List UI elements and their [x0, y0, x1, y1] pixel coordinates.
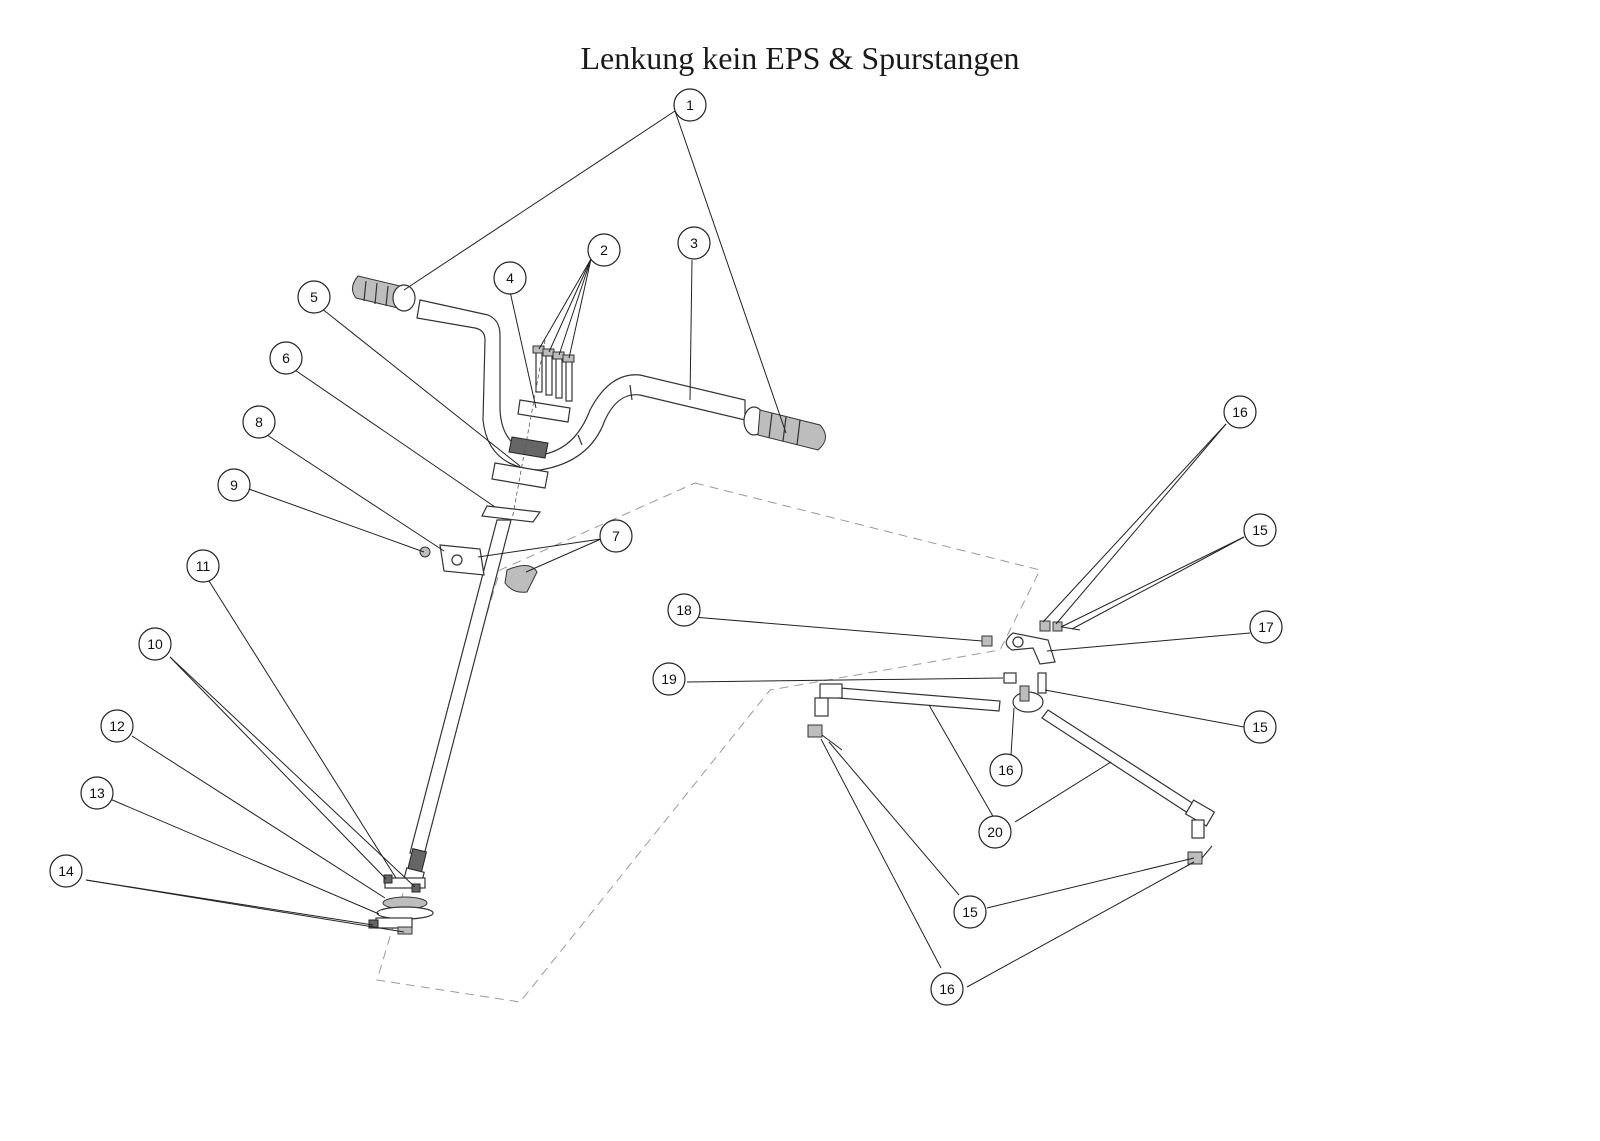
callout-3: 3: [677, 226, 711, 260]
svg-text:17: 17: [1258, 619, 1274, 635]
callout-6: 6: [269, 341, 303, 375]
column-bushing: [504, 565, 538, 593]
callout-10: 10: [138, 627, 172, 661]
svg-text:16: 16: [939, 981, 955, 997]
steering-column: [403, 519, 512, 885]
upper-clamp: [517, 399, 571, 423]
svg-text:1: 1: [686, 97, 694, 113]
leader-lines: [85, 110, 1251, 988]
callout-9: 9: [217, 468, 251, 502]
callout-7: 7: [599, 519, 633, 553]
left-grip: [352, 275, 416, 312]
callout-16-top: 16: [1223, 395, 1257, 429]
lower-bearing-assembly: [368, 874, 434, 935]
svg-text:16: 16: [998, 762, 1014, 778]
pitman-arm: [981, 620, 1081, 665]
clamp-bolts: [532, 345, 575, 402]
svg-text:15: 15: [1252, 522, 1268, 538]
callout-15-top: 15: [1243, 513, 1277, 547]
tie-rod-center-joint: [1003, 672, 1047, 713]
callout-4: 4: [493, 261, 527, 295]
callout-19: 19: [652, 662, 686, 696]
callout-2: 2: [587, 233, 621, 267]
knurled-section: [508, 436, 549, 459]
callout-8: 8: [242, 405, 276, 439]
svg-text:19: 19: [661, 671, 677, 687]
callout-15-bottom: 15: [953, 895, 987, 929]
svg-text:6: 6: [282, 350, 290, 366]
handlebar: [416, 299, 746, 471]
svg-text:20: 20: [987, 824, 1003, 840]
svg-text:9: 9: [230, 477, 238, 493]
svg-text:12: 12: [109, 718, 125, 734]
column-bracket: [419, 544, 485, 576]
right-grip: [743, 406, 826, 451]
svg-text:15: 15: [1252, 719, 1268, 735]
svg-text:18: 18: [676, 602, 692, 618]
svg-text:14: 14: [58, 863, 74, 879]
column-axis: [511, 339, 546, 521]
callout-20: 20: [978, 815, 1012, 849]
svg-text:2: 2: [600, 242, 608, 258]
callout-16-center: 16: [989, 753, 1023, 787]
svg-text:4: 4: [506, 270, 514, 286]
callout-15-right: 15: [1243, 710, 1277, 744]
callout-14: 14: [49, 854, 83, 888]
svg-text:5: 5: [310, 289, 318, 305]
callout-17: 17: [1249, 610, 1283, 644]
callout-1: 1: [673, 88, 707, 122]
left-tie-rod: [807, 683, 1001, 751]
svg-text:16: 16: [1232, 404, 1248, 420]
callout-11: 11: [186, 549, 220, 583]
svg-text:11: 11: [196, 558, 211, 574]
steering-top-plate: [481, 505, 542, 523]
svg-text:10: 10: [147, 636, 163, 652]
lower-clamp: [491, 462, 549, 489]
callout-18: 18: [667, 593, 701, 627]
svg-text:8: 8: [255, 414, 263, 430]
right-tie-rod: [1041, 709, 1216, 865]
callout-16-bottom: 16: [930, 972, 964, 1006]
svg-text:15: 15: [962, 904, 978, 920]
svg-text:13: 13: [89, 785, 105, 801]
parts-drawing: [352, 275, 1216, 1003]
diagram-title: Lenkung kein EPS & Spurstangen: [580, 40, 1020, 76]
callout-5: 5: [297, 280, 331, 314]
callout-13: 13: [80, 776, 114, 810]
callouts: 1 2 3 4 5 6 7 8 9 10 11 12 13 14 15 15 1…: [49, 88, 1283, 1006]
callout-12: 12: [100, 709, 134, 743]
svg-text:3: 3: [690, 235, 698, 251]
svg-text:7: 7: [612, 528, 620, 544]
